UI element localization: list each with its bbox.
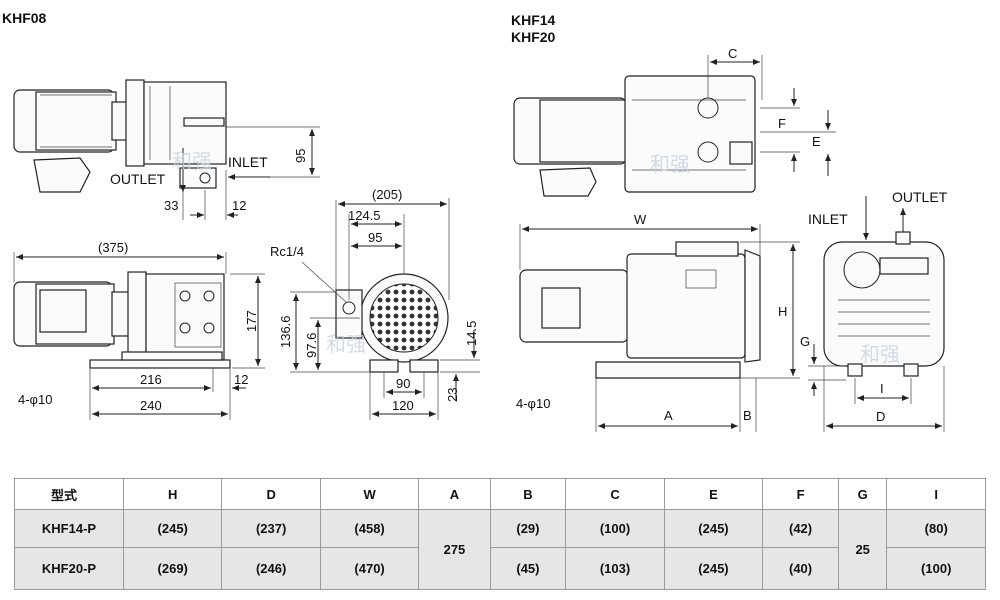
dim-95-front: 95: [368, 230, 382, 245]
table-row: KHF14-P (245) (237) (458) 275 (29) (100)…: [14, 509, 986, 590]
header-d: D: [221, 478, 321, 510]
cell-f: (40): [762, 547, 839, 590]
dim-g: G: [800, 334, 810, 349]
rc-label: Rc1/4: [270, 244, 304, 259]
dim-w: W: [634, 212, 647, 227]
cell-a-shared: 275: [418, 509, 491, 590]
dim-95-khf08: 95: [293, 149, 308, 163]
dim-a: A: [664, 408, 673, 423]
dim-240: 240: [140, 398, 162, 413]
dim-12-side: 12: [234, 372, 248, 387]
header-f: F: [762, 478, 839, 510]
header-w: W: [319, 478, 420, 510]
header-model: 型式: [14, 478, 124, 510]
outlet-label-khf14: OUTLET: [892, 189, 948, 205]
khf08-top-view: [13, 79, 227, 193]
dim-i: I: [880, 381, 884, 396]
inlet-label: INLET: [228, 154, 268, 170]
dim-d: D: [876, 409, 885, 424]
table-row: KHF20-P (269) (246) (470) (45) (103) (24…: [14, 547, 986, 590]
cell-h: (269): [122, 547, 223, 590]
header-e: E: [663, 478, 764, 510]
khf14-front-view: [823, 231, 945, 377]
watermark-2: 和强: [326, 334, 366, 356]
header-c: C: [565, 478, 665, 510]
cell-e: (245): [663, 509, 764, 548]
cell-w: (470): [319, 547, 420, 590]
cell-b: (29): [489, 509, 567, 548]
cell-c: (100): [565, 509, 665, 548]
dim-23: 23: [445, 388, 460, 402]
dim-b: B: [743, 408, 752, 423]
dim-90: 90: [396, 376, 410, 391]
watermark-3: 和强: [650, 154, 690, 176]
cell-b: (45): [489, 547, 567, 590]
khf14-side-view: [519, 241, 761, 379]
dim-216: 216: [140, 372, 162, 387]
header-a: A: [418, 478, 491, 510]
outlet-label: OUTLET: [110, 171, 166, 187]
dim-f: F: [778, 116, 786, 131]
dim-177: 177: [244, 310, 259, 332]
dimension-drawing: INLET OUTLET 95 33 12 (375) 177 216 12: [13, 46, 948, 432]
header-i: I: [886, 478, 986, 510]
cell-model: KHF14-P: [14, 509, 124, 548]
dim-97-6: 97.6: [304, 333, 319, 358]
table-header-row: 型式 H D W A B C E F G I: [14, 478, 986, 510]
cell-d: (237): [221, 509, 321, 548]
dim-h: H: [778, 304, 787, 319]
khf08-side-view: [13, 271, 231, 369]
dim-205: (205): [372, 187, 402, 202]
dim-33: 33: [164, 198, 178, 213]
dim-12-top: 12: [232, 198, 246, 213]
cell-h: (245): [122, 509, 223, 548]
model-title-khf14: KHF14: [511, 12, 556, 28]
cell-d: (246): [221, 547, 321, 590]
cell-c: (103): [565, 547, 665, 590]
cell-model: KHF20-P: [14, 547, 124, 590]
watermark-4: 和强: [860, 344, 900, 366]
hole-label-khf08: 4-φ10: [18, 392, 52, 407]
inlet-label-khf14: INLET: [808, 211, 848, 227]
dim-120: 120: [392, 398, 414, 413]
khf14-top-view: [513, 75, 756, 197]
cell-f: (42): [762, 509, 839, 548]
header-h: H: [122, 478, 223, 510]
dim-14-5: 14.5: [464, 321, 479, 346]
cell-w: (458): [319, 509, 420, 548]
dim-136-6: 136.6: [278, 315, 293, 348]
cell-e: (245): [663, 547, 764, 590]
model-title-khf08: KHF08: [2, 10, 47, 26]
cell-i: (100): [886, 547, 986, 590]
header-b: B: [489, 478, 567, 510]
dim-124-5: 124.5: [348, 208, 381, 223]
hole-label-khf14: 4-φ10: [516, 396, 550, 411]
cell-g-shared: 25: [837, 509, 888, 590]
dim-c: C: [728, 46, 737, 61]
header-g: G: [837, 478, 888, 510]
watermark-1: 和强: [172, 151, 212, 173]
model-title-khf20: KHF20: [511, 29, 556, 45]
khf08-front-view: [335, 273, 449, 373]
cell-i: (80): [886, 509, 986, 548]
dim-375: (375): [98, 240, 128, 255]
spec-table: 型式 H D W A B C E F G I KHF14-P (245) (23…: [14, 478, 986, 590]
dim-e: E: [812, 134, 821, 149]
